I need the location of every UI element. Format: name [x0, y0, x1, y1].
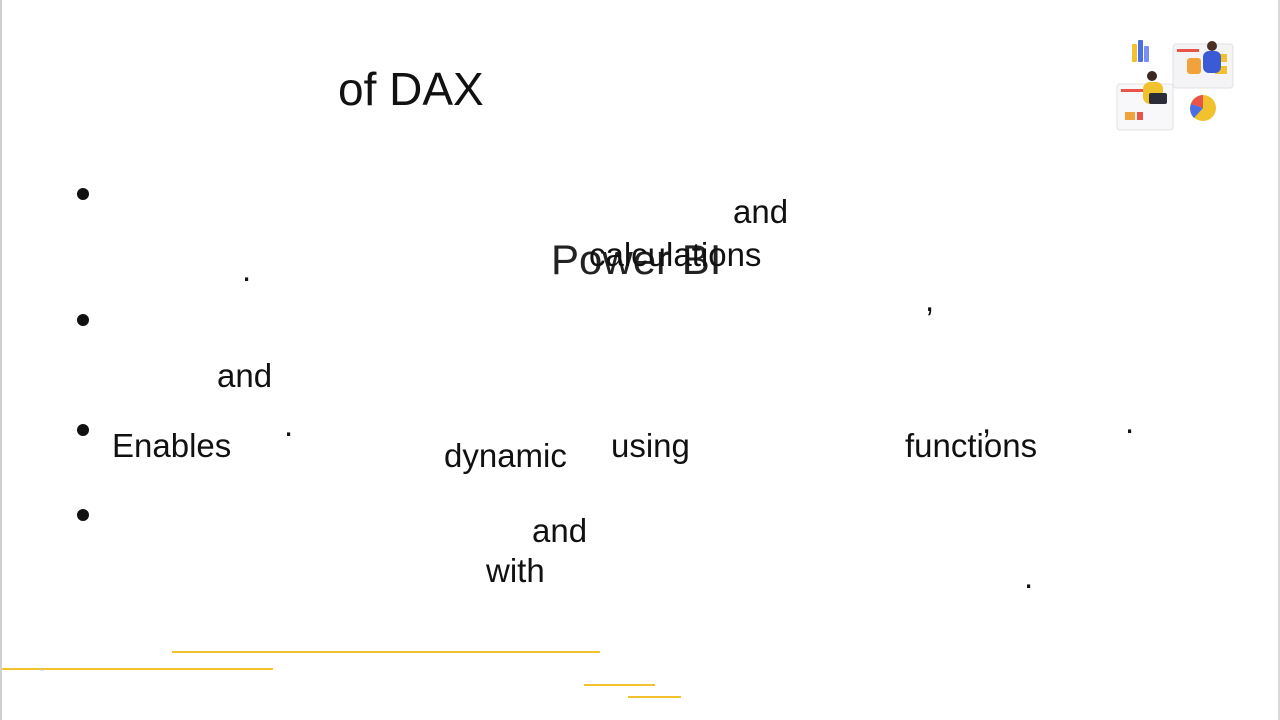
bullet-3-period-a: . — [284, 406, 294, 443]
bullet-3-comma: , — [982, 403, 992, 440]
bullet-4-period: . — [1024, 558, 1034, 595]
bullet-3-enables: Enables — [112, 427, 232, 464]
slide-right-border — [1278, 0, 1280, 720]
slide-corner-mark-icon: ▫ — [40, 662, 45, 676]
bullet-4-and: and — [532, 512, 588, 549]
bullet-4-marker — [77, 509, 89, 521]
decor-line-2 — [2, 668, 273, 670]
bullet-2-marker — [77, 314, 89, 326]
data-analytics-people-icon — [1115, 38, 1237, 134]
bullet-3-dynamic: dynamic — [444, 437, 567, 474]
slide-left-border — [0, 0, 2, 720]
bullet-1-calculations: calculations — [589, 236, 762, 273]
bullet-1-marker — [77, 188, 89, 200]
bullet-4-with: with — [486, 552, 545, 589]
bullet-1-and: and — [733, 193, 789, 230]
bullet-2-and: and — [217, 357, 273, 394]
decor-line-4 — [628, 696, 681, 698]
bullet-1-power-bi: Power BI — [551, 236, 722, 283]
decor-line-3 — [584, 684, 655, 686]
bullet-3-period-b: . — [1125, 403, 1135, 440]
bullet-1-comma: , — [925, 281, 935, 318]
decor-line-1 — [172, 651, 600, 653]
bullet-3-marker — [77, 424, 89, 436]
bullet-3-functions: functions — [905, 427, 1038, 464]
bullet-3-using: using — [611, 427, 690, 464]
slide-title: of DAX — [338, 63, 484, 115]
bullet-1-period: . — [242, 251, 252, 288]
